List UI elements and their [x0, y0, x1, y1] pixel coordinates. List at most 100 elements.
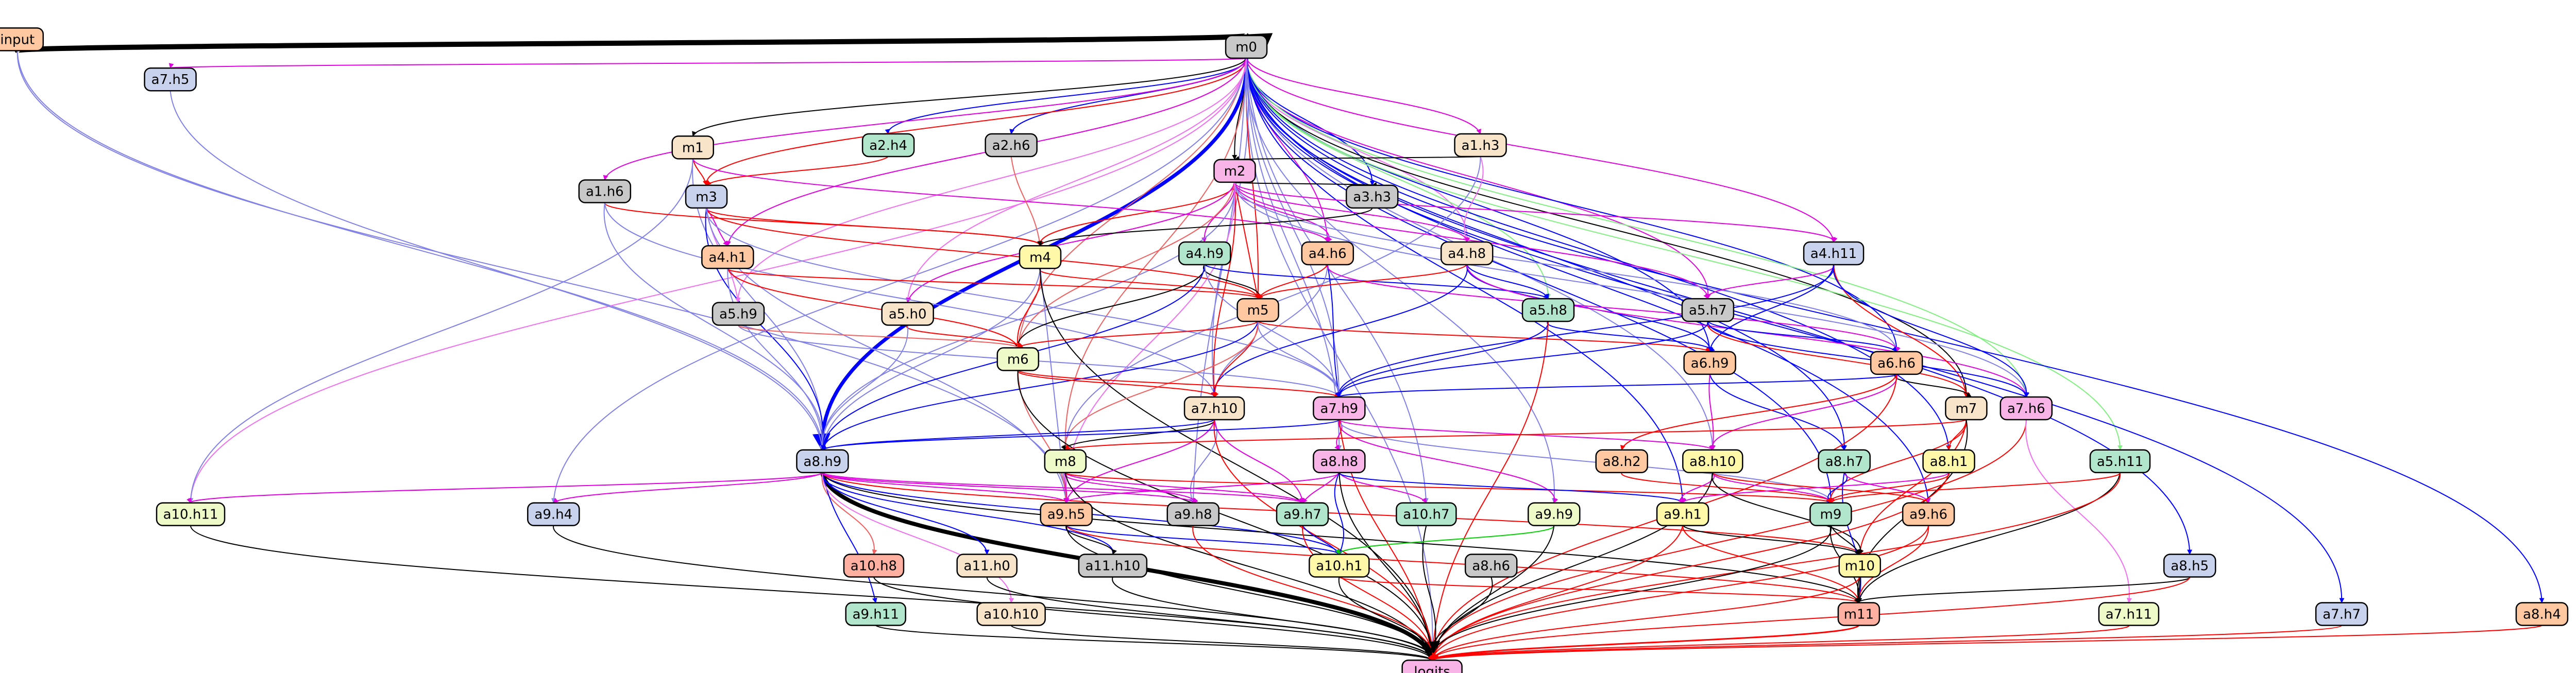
node-box — [1313, 449, 1366, 474]
node-a9h1[interactable]: a9.h1 — [1656, 502, 1709, 526]
node-a7h11[interactable]: a7.h11 — [2098, 602, 2160, 626]
node-a5h9[interactable]: a5.h9 — [711, 302, 765, 326]
edge-a9h9-to-logits — [1430, 525, 1555, 661]
node-a9h11[interactable]: a9.h11 — [845, 602, 906, 626]
edge-m11-to-logits — [1431, 625, 1860, 661]
edge-m3-to-m4 — [706, 207, 1045, 247]
node-a7h10[interactable]: a7.h10 — [1183, 396, 1245, 421]
edge-a7h6-to-logits — [1429, 419, 2027, 661]
node-a7h5[interactable]: a7.h5 — [144, 67, 197, 92]
node-a4h8[interactable]: a4.h8 — [1440, 241, 1494, 266]
node-a4h9[interactable]: a4.h9 — [1178, 241, 1231, 266]
node-box — [2098, 602, 2160, 626]
edge-m3-to-a8h9 — [705, 208, 826, 451]
node-a1h6[interactable]: a1.h6 — [578, 179, 632, 203]
node-a9h7[interactable]: a9.h7 — [1276, 502, 1329, 526]
edge-a6h6-to-a8h10 — [1708, 374, 1897, 451]
node-a5h8[interactable]: a5.h8 — [1521, 298, 1575, 322]
node-a2h6[interactable]: a2.h6 — [985, 133, 1038, 158]
edge-m0-to-m3 — [703, 58, 1247, 186]
edge-a4h1-to-a8h9 — [727, 268, 825, 451]
node-a4h6[interactable]: a4.h6 — [1301, 241, 1354, 266]
node-a7h7[interactable]: a7.h7 — [2315, 602, 2368, 626]
node-a9h9[interactable]: a9.h9 — [1528, 502, 1581, 526]
node-a6h9[interactable]: a6.h9 — [1683, 351, 1736, 375]
node-box — [985, 133, 1038, 158]
edge-a7h9-to-a8h8 — [1334, 419, 1343, 451]
edge-a8h5-to-m11 — [1854, 576, 2191, 603]
node-a8h4[interactable]: a8.h4 — [2515, 602, 2569, 626]
edge-a6h6-to-a8h2 — [1620, 374, 1897, 451]
node-logits[interactable]: logits — [1401, 659, 1463, 673]
node-a10h11[interactable]: a10.h11 — [156, 502, 226, 526]
node-a9h6[interactable]: a9.h6 — [1902, 502, 1955, 526]
node-a5h11[interactable]: a5.h11 — [2089, 449, 2151, 474]
node-a8h10[interactable]: a8.h10 — [1682, 449, 1743, 474]
node-a7h6[interactable]: a7.h6 — [1999, 396, 2053, 421]
node-a10h7[interactable]: a10.h7 — [1396, 502, 1457, 526]
node-box — [1309, 554, 1370, 578]
node-m3[interactable]: m3 — [685, 184, 728, 209]
node-a8h2[interactable]: a8.h2 — [1595, 449, 1649, 474]
node-a7h9[interactable]: a7.h9 — [1313, 396, 1366, 421]
node-a2h4[interactable]: a2.h4 — [861, 133, 915, 158]
node-a5h0[interactable]: a5.h0 — [881, 302, 934, 326]
node-a5h7[interactable]: a5.h7 — [1681, 298, 1735, 322]
node-m10[interactable]: m10 — [1838, 554, 1882, 578]
node-a8h5[interactable]: a8.h5 — [2163, 554, 2216, 578]
node-a8h1[interactable]: a8.h1 — [1922, 449, 1975, 474]
node-label: a1.h6 — [586, 184, 624, 200]
node-label: a8.h1 — [1930, 454, 1968, 470]
node-box — [671, 135, 715, 160]
node-a10h8[interactable]: a10.h8 — [843, 554, 905, 578]
node-label: a5.h9 — [719, 306, 757, 322]
node-a8h7[interactable]: a8.h7 — [1818, 449, 1871, 474]
edge-m0-to-a7h5 — [170, 58, 1247, 69]
node-a11h0[interactable]: a11.h0 — [956, 554, 1018, 578]
edge-m7-to-m10 — [1857, 419, 1967, 555]
node-a10h10[interactable]: a10.h10 — [976, 602, 1046, 626]
node-a1h3[interactable]: a1.h3 — [1454, 133, 1507, 158]
node-m11[interactable]: m11 — [1837, 602, 1880, 626]
edge-m8-to-a9h7 — [1064, 472, 1303, 504]
node-m9[interactable]: m9 — [1809, 502, 1852, 526]
node-a9h8[interactable]: a9.h8 — [1166, 502, 1220, 526]
node-a10h1[interactable]: a10.h1 — [1309, 554, 1370, 578]
node-box — [976, 602, 1046, 626]
node-a4h1[interactable]: a4.h1 — [701, 245, 754, 269]
edge-a7h10-to-m8 — [1061, 419, 1215, 451]
node-m6[interactable]: m6 — [996, 347, 1040, 371]
node-input[interactable]: input — [0, 27, 44, 51]
node-m1[interactable]: m1 — [671, 135, 715, 160]
node-m2[interactable]: m2 — [1213, 159, 1256, 183]
edge-m2-to-a5h7 — [1234, 182, 1711, 300]
edge-a5h7-to-m7 — [1707, 321, 1971, 398]
node-m7[interactable]: m7 — [1945, 396, 1988, 421]
edge-a8h8-to-a10h1 — [1334, 472, 1344, 555]
node-a11h10[interactable]: a11.h10 — [1078, 554, 1148, 578]
node-a8h6[interactable]: a8.h6 — [1464, 554, 1518, 578]
node-a9h4[interactable]: a9.h4 — [527, 502, 580, 526]
node-box — [1166, 502, 1220, 526]
edge-a8h9-to-a10h11 — [187, 472, 823, 504]
node-a6h6[interactable]: a6.h6 — [1870, 351, 1923, 375]
node-label: a8.h2 — [1603, 454, 1641, 470]
edge-a5h8-to-a7h9 — [1336, 321, 1549, 398]
node-m0[interactable]: m0 — [1225, 34, 1268, 59]
node-a8h9[interactable]: a8.h9 — [796, 449, 849, 474]
node-a3h3[interactable]: a3.h3 — [1345, 184, 1399, 209]
edge-a7h10-to-a9h5 — [1064, 419, 1215, 504]
node-box — [1803, 241, 1865, 266]
node-m5[interactable]: m5 — [1236, 298, 1279, 322]
node-m4[interactable]: m4 — [1019, 245, 1062, 269]
node-box — [1236, 298, 1279, 322]
edge-a10h1-to-logits — [1338, 577, 1436, 661]
node-box — [1401, 659, 1463, 673]
edge-a1h6-to-a8h9 — [603, 202, 826, 451]
node-m8[interactable]: m8 — [1044, 449, 1087, 474]
node-a4h11[interactable]: a4.h11 — [1803, 241, 1865, 266]
node-a8h8[interactable]: a8.h8 — [1313, 449, 1366, 474]
node-label: a7.h11 — [2106, 607, 2152, 622]
node-a9h5[interactable]: a9.h5 — [1040, 502, 1093, 526]
edge-m8-to-a9h8 — [1064, 472, 1198, 504]
